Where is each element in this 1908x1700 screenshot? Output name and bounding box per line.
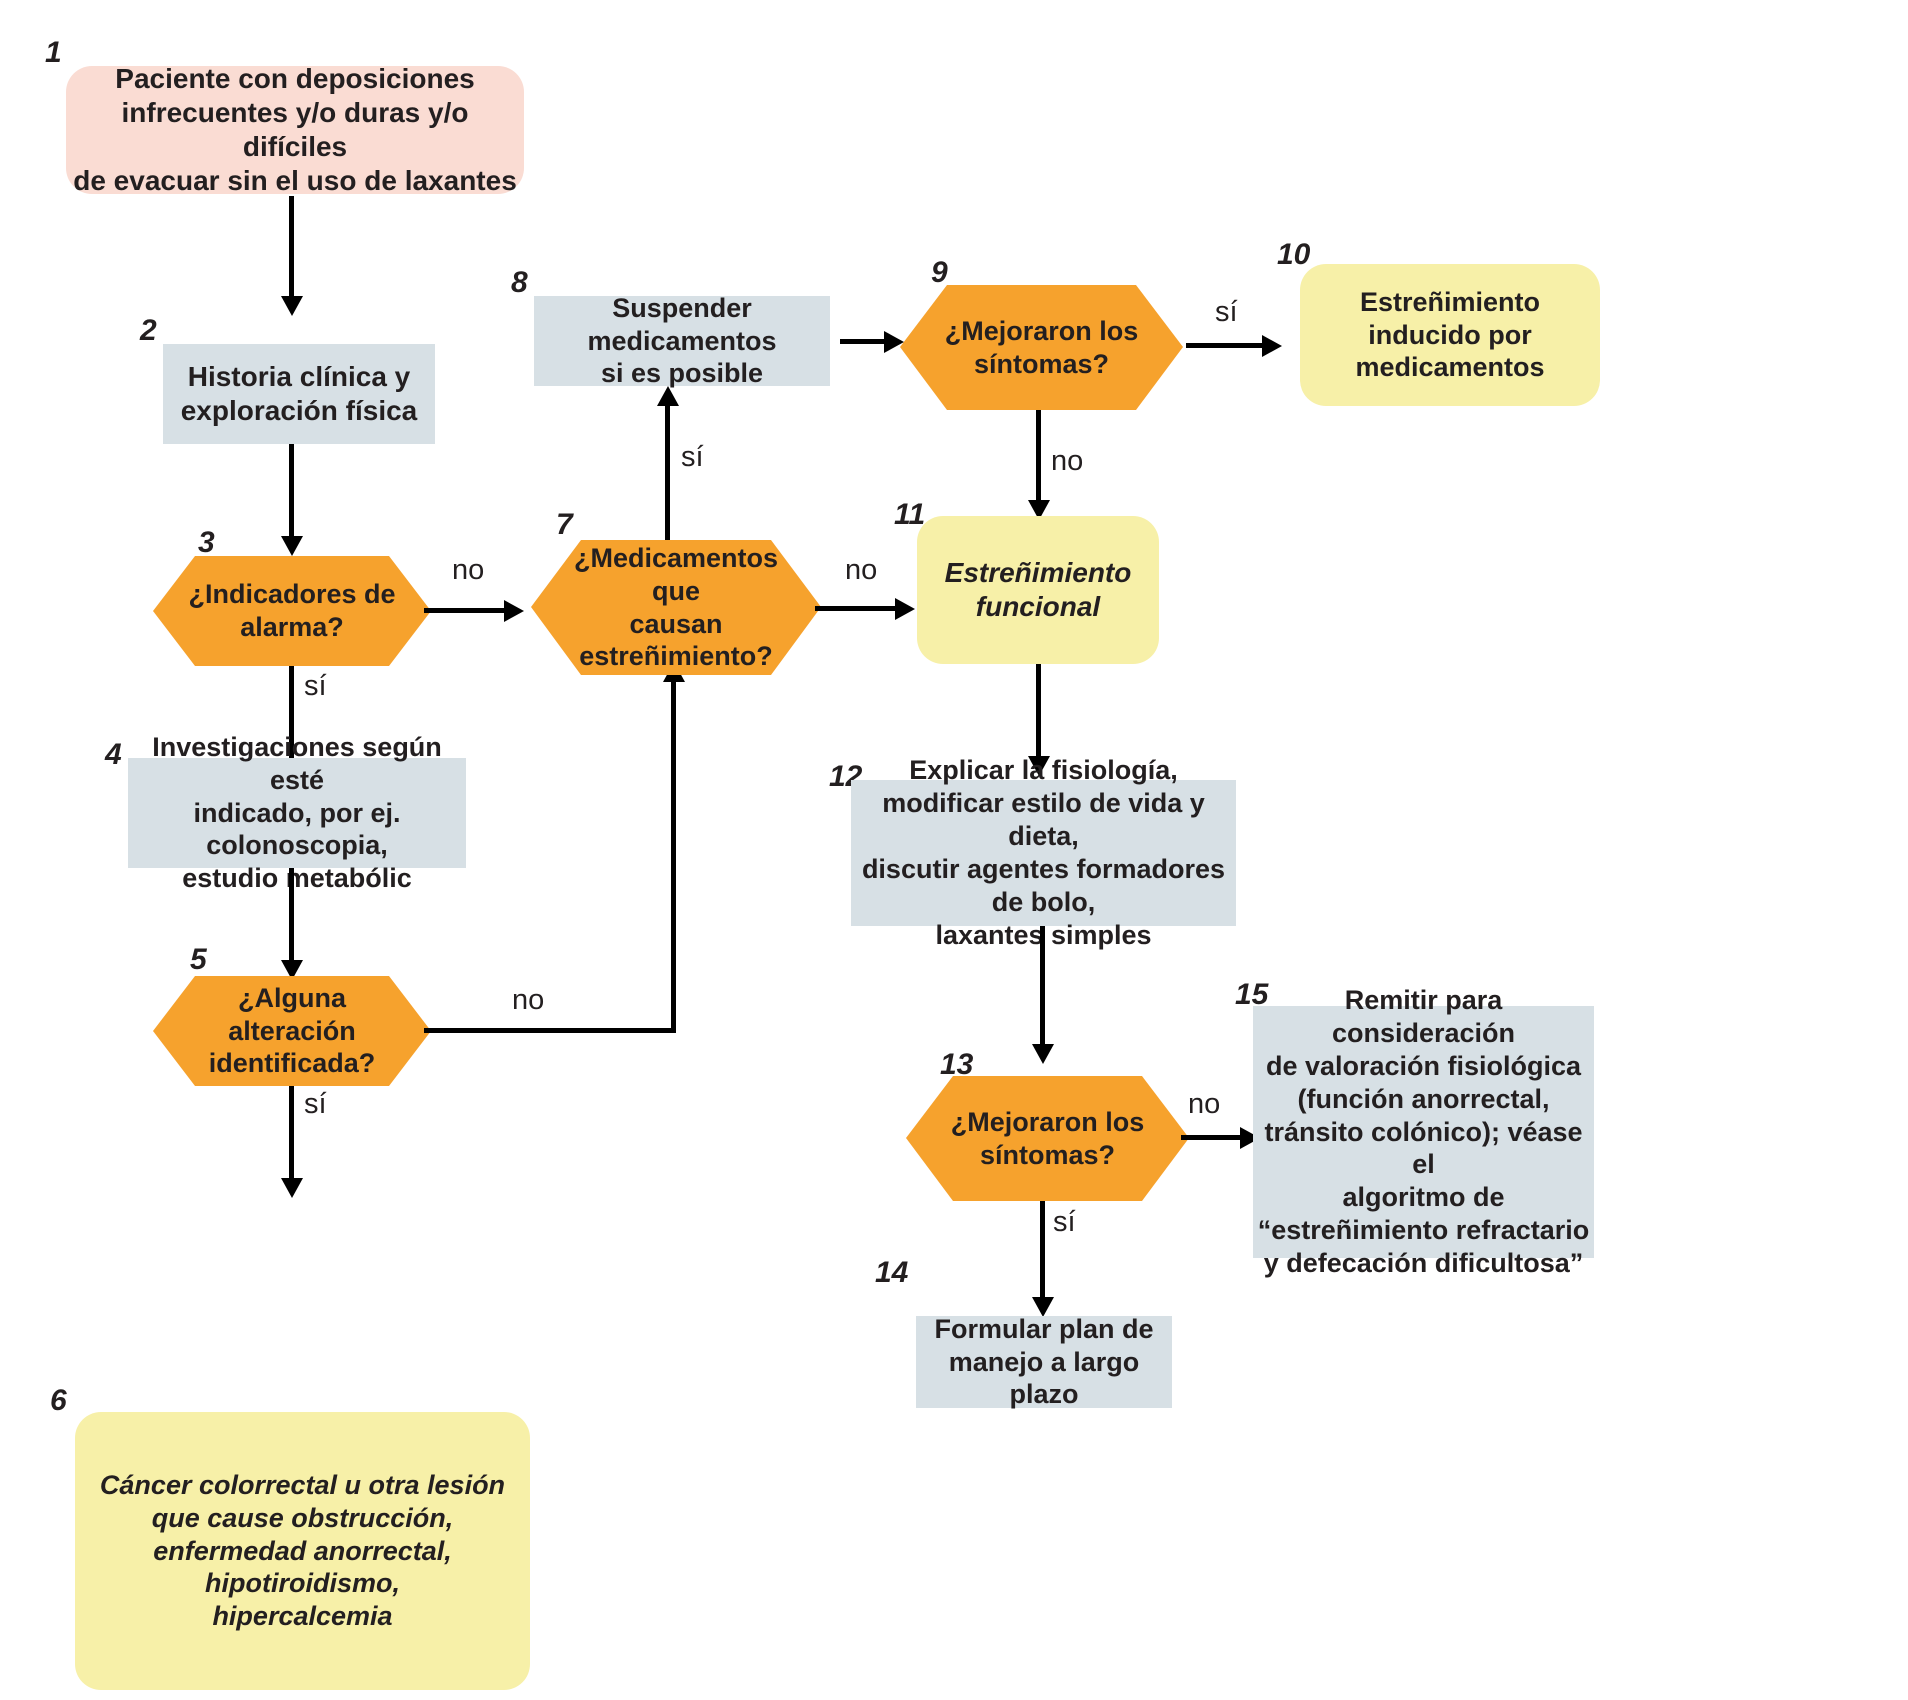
edge-4-to-5-line <box>289 868 294 964</box>
edge-13-to-14-line <box>1040 1201 1045 1301</box>
edge-13-to-14-label: sí <box>1053 1206 1076 1238</box>
step-number-4: 4 <box>105 738 122 771</box>
step-number-1: 1 <box>45 36 62 69</box>
step-number-14: 14 <box>875 1256 909 1289</box>
node-15-refer-physiology[interactable]: Remitir para consideración de valoración… <box>1253 985 1594 1278</box>
node-6-label: Cáncer colorrectal u otra lesión que cau… <box>99 1469 506 1632</box>
node-5-abnormality-identified[interactable]: ¿Alguna alteración identificada? <box>153 976 431 1086</box>
edge-7-to-8-line <box>665 404 670 540</box>
node-12-education-lifestyle[interactable]: Explicar la fisiología, modificar estilo… <box>851 755 1236 950</box>
node-9-symptoms-improved[interactable]: ¿Mejoraron los síntomas? <box>900 285 1183 410</box>
edge-4-to-5-arrowhead <box>281 960 303 980</box>
node-6-secondary-causes[interactable]: Cáncer colorrectal u otra lesión que cau… <box>75 1412 530 1690</box>
edge-13-to-15-label: no <box>1188 1088 1221 1120</box>
edge-11-to-12-line <box>1036 664 1041 760</box>
edge-7-to-8-arrowhead <box>657 386 679 406</box>
edge-12-to-13-arrowhead <box>1032 1044 1054 1064</box>
edge-8-to-9-arrowhead <box>884 331 904 353</box>
step-number-11: 11 <box>894 498 926 531</box>
node-4-investigations[interactable]: Investigaciones según esté indicado, por… <box>128 732 466 893</box>
edge-5-to-7-horizontal <box>424 1028 676 1033</box>
hexagon-shape-3 <box>153 556 431 666</box>
edge-13-to-14-arrowhead <box>1032 1297 1054 1317</box>
node-7-label: ¿Medicamentos que causan estreñimiento? <box>573 542 779 672</box>
step-number-7: 7 <box>556 508 573 541</box>
hexagon-shape-13 <box>906 1076 1189 1201</box>
node-8-label: Suspender medicamentos si es posible <box>587 292 777 389</box>
edge-5-to-6-label: sí <box>304 1088 327 1120</box>
node-8-stop-medications[interactable]: Suspender medicamentos si es posible <box>534 293 830 388</box>
edge-1-to-2-line <box>289 196 294 300</box>
node-9-label: ¿Mejoraron los síntomas? <box>944 315 1139 379</box>
step-number-5: 5 <box>190 943 207 976</box>
hexagon-shape-7 <box>531 540 821 675</box>
node-5-label: ¿Alguna alteración identificada? <box>208 982 376 1079</box>
edge-3-to-7-line <box>424 608 508 613</box>
edge-8-to-9-line <box>840 339 888 344</box>
edge-7-to-11-arrowhead <box>895 598 915 620</box>
edge-3-to-7-label: no <box>452 554 485 586</box>
node-1-label: Paciente con deposiciones infrecuentes y… <box>73 62 517 197</box>
node-14-label: Formular plan de manejo a largo plazo <box>934 1313 1154 1410</box>
node-3-label: ¿Indicadores de alarma? <box>188 579 396 642</box>
hexagon-shape-9 <box>900 285 1183 410</box>
edge-3-to-7-arrowhead <box>504 600 524 622</box>
node-13-label: ¿Mejoraron los síntomas? <box>950 1106 1145 1170</box>
node-1-patient-presentation[interactable]: Paciente con deposiciones infrecuentes y… <box>66 63 524 196</box>
node-11-label: Estreñimiento funcional <box>944 556 1132 622</box>
edge-9-to-11-label: no <box>1051 445 1084 477</box>
step-number-15: 15 <box>1235 978 1269 1011</box>
edge-9-to-10-label: sí <box>1215 296 1238 328</box>
edge-2-to-3-line <box>289 444 294 540</box>
step-number-6: 6 <box>50 1384 67 1417</box>
edge-5-to-6-arrowhead <box>281 1178 303 1198</box>
step-number-2: 2 <box>140 314 157 347</box>
edge-9-to-10-line <box>1186 343 1266 348</box>
node-7-constipating-medications[interactable]: ¿Medicamentos que causan estreñimiento? <box>531 540 821 675</box>
edge-11-to-12-arrowhead <box>1028 756 1050 776</box>
step-number-10: 10 <box>1277 238 1311 271</box>
edge-9-to-11-arrowhead <box>1028 500 1050 520</box>
edge-13-to-15-line <box>1181 1135 1244 1140</box>
node-15-label: Remitir para consideración de valoración… <box>1257 984 1590 1279</box>
edge-7-to-8-label: sí <box>681 441 704 473</box>
edge-3-to-4-line <box>289 666 294 762</box>
node-2-label: Historia clínica y exploración física <box>180 360 418 426</box>
node-14-long-term-plan[interactable]: Formular plan de manejo a largo plazo <box>916 1314 1172 1409</box>
node-4-label: Investigaciones según esté indicado, por… <box>152 731 442 894</box>
node-10-label: Estreñimiento inducido por medicamentos <box>1355 286 1545 383</box>
node-13-symptoms-improved[interactable]: ¿Mejoraron los síntomas? <box>906 1076 1189 1201</box>
edge-7-to-11-label: no <box>845 554 878 586</box>
node-2-history-exam[interactable]: Historia clínica y exploración física <box>163 344 435 444</box>
edge-12-to-13-line <box>1040 926 1045 1048</box>
edge-5-to-6-line <box>289 1086 294 1182</box>
node-3-alarm-indicators[interactable]: ¿Indicadores de alarma? <box>153 556 431 666</box>
step-number-13: 13 <box>940 1048 974 1081</box>
step-number-9: 9 <box>931 256 948 289</box>
edge-1-to-2-arrowhead <box>281 296 303 316</box>
edge-5-to-7-vertical <box>671 680 676 1032</box>
hexagon-shape-5 <box>153 976 431 1086</box>
node-11-functional-constipation[interactable]: Estreñimiento funcional <box>917 516 1159 664</box>
node-12-label: Explicar la fisiología, modificar estilo… <box>861 755 1226 950</box>
edge-9-to-11-line <box>1036 410 1041 504</box>
step-number-3: 3 <box>198 526 215 559</box>
step-number-8: 8 <box>511 266 528 299</box>
edge-9-to-10-arrowhead <box>1262 335 1282 357</box>
edge-7-to-11-line <box>815 606 899 611</box>
node-10-drug-induced-constipation[interactable]: Estreñimiento inducido por medicamentos <box>1300 264 1600 406</box>
edge-2-to-3-arrowhead <box>281 536 303 556</box>
edge-5-to-7-label: no <box>512 984 545 1016</box>
edge-3-to-4-label: sí <box>304 670 327 702</box>
